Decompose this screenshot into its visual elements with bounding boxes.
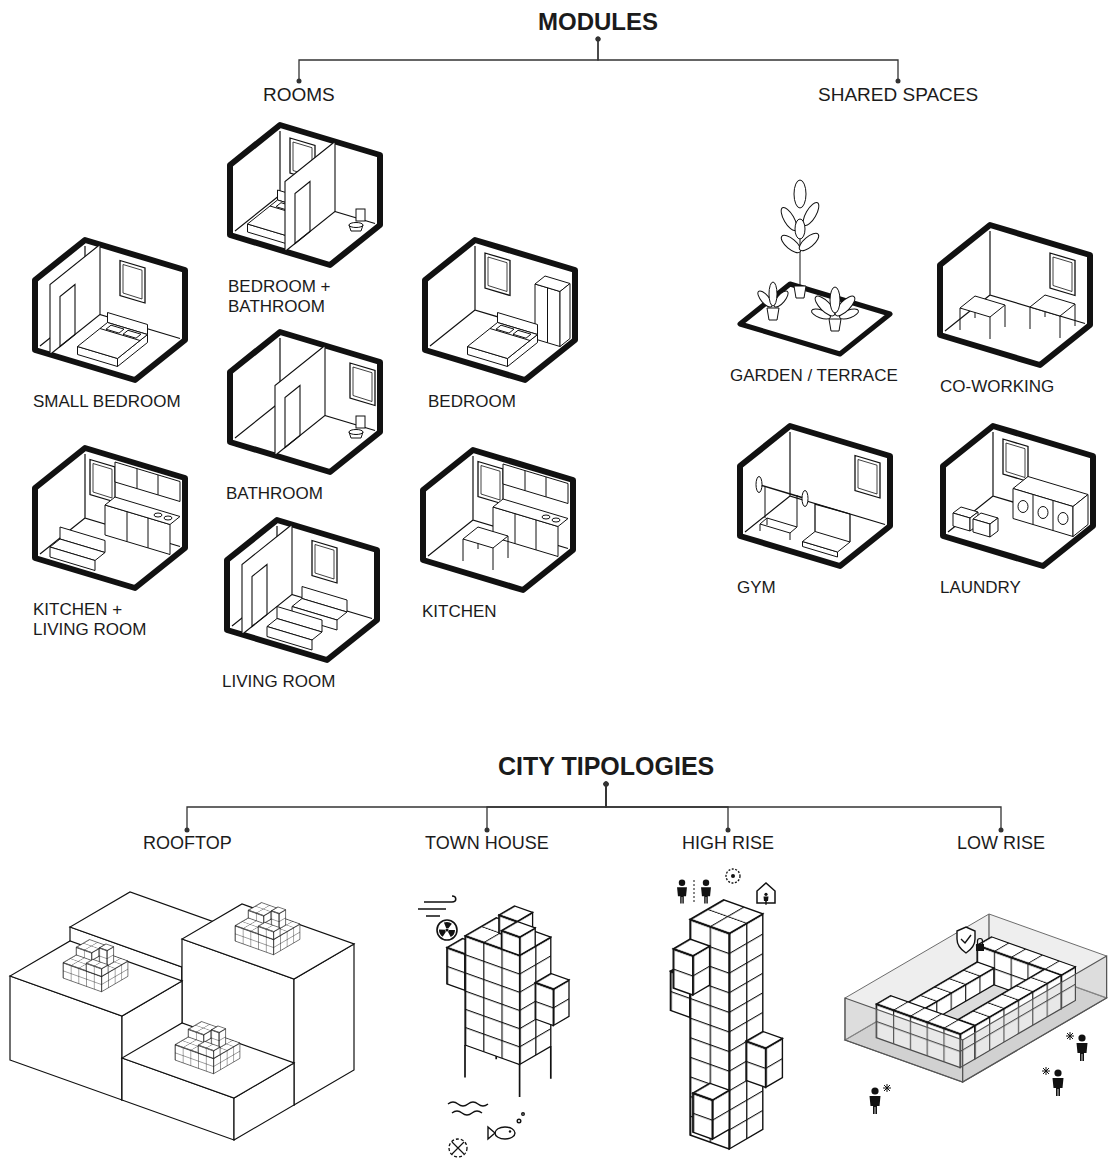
tree-connector bbox=[485, 782, 609, 833]
module-label: GARDEN / TERRACE bbox=[730, 366, 898, 386]
connector-line bbox=[598, 39, 898, 81]
laundry-module bbox=[943, 426, 1093, 566]
heading-text: ROOMS bbox=[263, 84, 335, 106]
heading-node: SHARED SPACES bbox=[818, 84, 978, 106]
module-node: LIVING ROOM bbox=[222, 520, 382, 692]
high-rise-illustration bbox=[670, 869, 782, 1149]
module-node: BEDROOM + BATHROOM bbox=[225, 125, 385, 316]
module-node: BATHROOM bbox=[225, 332, 385, 504]
module-node: BEDROOM bbox=[420, 240, 580, 412]
module-label: BATHROOM bbox=[226, 484, 385, 504]
heading-text: SHARED SPACES bbox=[818, 84, 978, 106]
bathroom-module bbox=[230, 332, 380, 472]
connector-dot bbox=[896, 79, 901, 84]
connector-dot bbox=[297, 79, 302, 84]
connector-line bbox=[299, 39, 598, 81]
gym-module bbox=[740, 426, 890, 566]
living-room-module bbox=[227, 520, 377, 660]
heading-node: ROOFTOP bbox=[143, 833, 232, 854]
connector-line bbox=[487, 784, 606, 830]
heading-text: TOWN HOUSE bbox=[425, 833, 549, 854]
connector-dot bbox=[596, 37, 601, 42]
module-label: LAUNDRY bbox=[940, 578, 1098, 598]
module-node: SMALL BEDROOM bbox=[30, 240, 190, 412]
connector-dot bbox=[604, 782, 609, 787]
rooftop-illustration bbox=[10, 892, 354, 1140]
heading-text: MODULES bbox=[538, 8, 658, 36]
kitchen-living-module bbox=[35, 448, 185, 588]
connector-dot bbox=[726, 828, 731, 833]
module-label: BEDROOM + BATHROOM bbox=[228, 277, 363, 316]
small-bedroom-module bbox=[35, 240, 185, 380]
heading-text: HIGH RISE bbox=[682, 833, 774, 854]
connector-dot bbox=[596, 37, 601, 42]
connector-line bbox=[606, 784, 1001, 830]
module-node: LAUNDRY bbox=[938, 426, 1098, 598]
heading-node: TOWN HOUSE bbox=[425, 833, 549, 854]
tree-connector bbox=[185, 782, 609, 833]
tree-connector bbox=[596, 37, 901, 84]
module-label: LIVING ROOM bbox=[222, 672, 382, 692]
connector-dot bbox=[604, 782, 609, 787]
heading-text: CITY TIPOLOGIES bbox=[498, 752, 714, 781]
module-label: KITCHEN bbox=[422, 602, 578, 622]
connector-dot bbox=[185, 828, 190, 833]
connector-dot bbox=[485, 828, 490, 833]
connector-dot bbox=[604, 782, 609, 787]
connector-dot bbox=[999, 828, 1004, 833]
town-house-illustration bbox=[418, 896, 569, 1157]
low-rise-illustration bbox=[845, 914, 1107, 1114]
module-label: KITCHEN + LIVING ROOM bbox=[33, 600, 168, 639]
tree-connector bbox=[604, 782, 1004, 833]
module-node: GYM bbox=[735, 426, 895, 598]
garden-module bbox=[740, 180, 890, 354]
module-node: CO-WORKING bbox=[935, 225, 1095, 397]
module-label: SMALL BEDROOM bbox=[33, 392, 190, 412]
module-node: GARDEN / TERRACE bbox=[735, 214, 898, 386]
module-label: GYM bbox=[737, 578, 895, 598]
coworking-module bbox=[940, 225, 1090, 365]
bedroom-module bbox=[425, 240, 575, 380]
heading-node: HIGH RISE bbox=[682, 833, 774, 854]
module-node: KITCHEN bbox=[418, 450, 578, 622]
tree-connector bbox=[297, 37, 601, 84]
module-label: BEDROOM bbox=[428, 392, 580, 412]
connector-dot bbox=[604, 782, 609, 787]
heading-node: ROOMS bbox=[263, 84, 335, 106]
heading-text: ROOFTOP bbox=[143, 833, 232, 854]
connector-line bbox=[187, 784, 606, 830]
kitchen-module bbox=[423, 450, 573, 590]
heading-node: MODULES bbox=[538, 8, 658, 36]
heading-node: CITY TIPOLOGIES bbox=[498, 752, 714, 781]
module-node: KITCHEN + LIVING ROOM bbox=[30, 448, 190, 639]
bedroom-bathroom-module bbox=[230, 125, 380, 265]
module-label: CO-WORKING bbox=[940, 377, 1095, 397]
heading-node: LOW RISE bbox=[957, 833, 1045, 854]
heading-text: LOW RISE bbox=[957, 833, 1045, 854]
